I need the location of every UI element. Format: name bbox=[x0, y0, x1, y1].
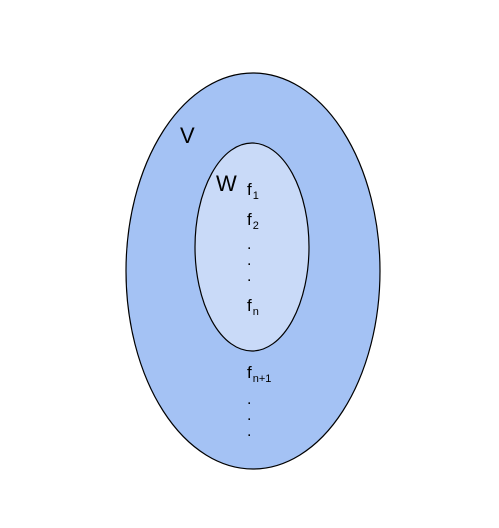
element-f1-subscript: 1 bbox=[252, 190, 259, 202]
inner-ellipsis-dot: . bbox=[247, 236, 252, 253]
outer-ellipsis-dot: . bbox=[247, 391, 252, 408]
element-fn-subscript: n bbox=[252, 306, 259, 318]
outer-set-label: V bbox=[180, 123, 195, 148]
inner-ellipsis-dot: . bbox=[247, 252, 252, 269]
outer-ellipsis-dot: . bbox=[247, 423, 252, 440]
element-fn: fn bbox=[247, 296, 259, 318]
element-f1-base: f bbox=[247, 180, 252, 199]
outer-ellipsis-dot: . bbox=[247, 407, 252, 424]
inner-ellipsis-dot: . bbox=[247, 268, 252, 285]
element-fn-plus-1-base: f bbox=[247, 363, 252, 382]
element-f1: f1 bbox=[247, 180, 259, 202]
element-fn-plus-1: fn+1 bbox=[247, 363, 271, 385]
element-f2: f2 bbox=[247, 210, 259, 232]
inner-set-W bbox=[194, 142, 310, 352]
element-fn-base: f bbox=[247, 296, 252, 315]
inner-set-label: W bbox=[216, 171, 237, 196]
element-f2-base: f bbox=[247, 210, 252, 229]
element-fn-plus-1-subscript: n+1 bbox=[252, 373, 272, 385]
element-f2-subscript: 2 bbox=[252, 220, 259, 232]
